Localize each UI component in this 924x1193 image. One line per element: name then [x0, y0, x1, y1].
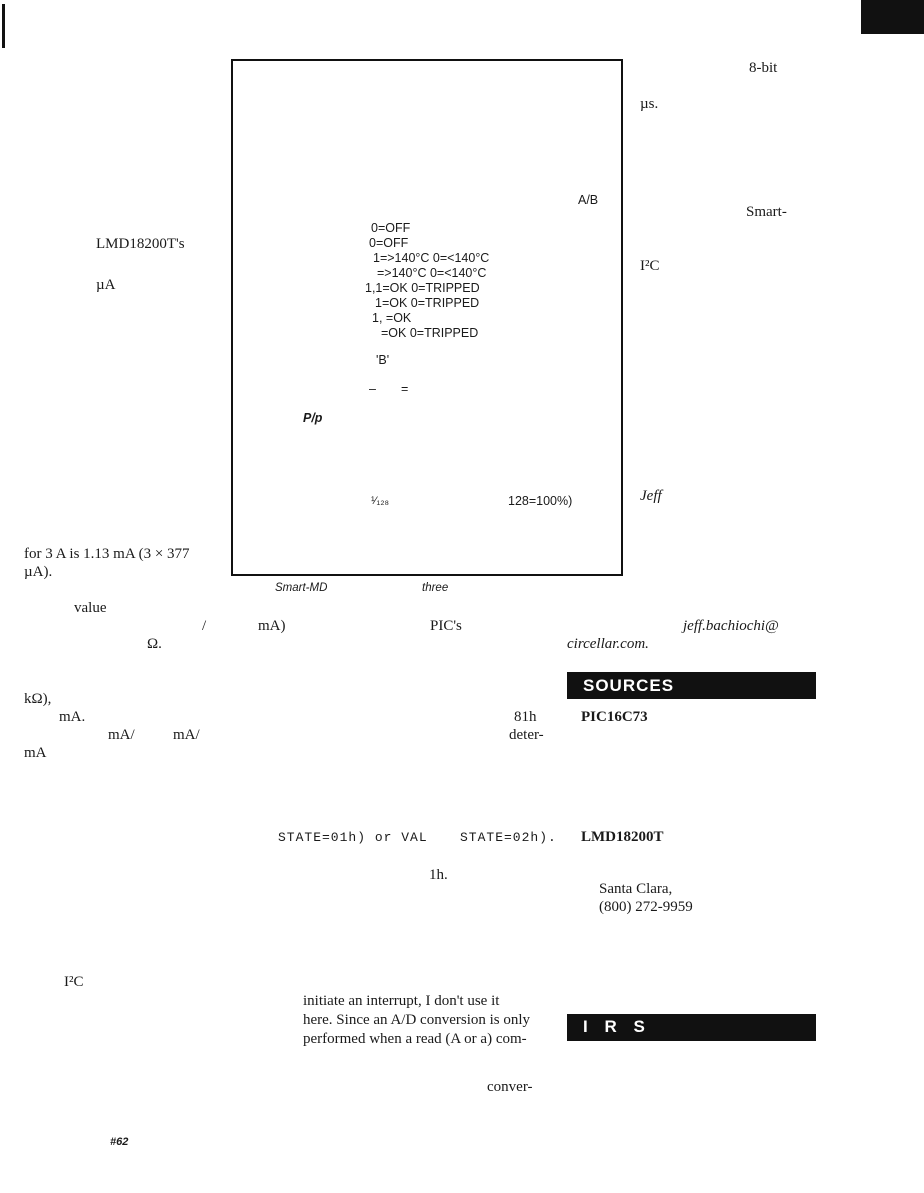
figure-lines-text-3: 1=>140°C 0=<140°C: [373, 251, 490, 265]
left-column-text-9: mA/: [108, 727, 135, 743]
middle-column-text-0: mA): [258, 618, 286, 634]
figure-lines-text-7: 1, =OK: [372, 311, 412, 325]
corner-tab: [861, 0, 924, 34]
left-column-text-1: µA: [96, 277, 116, 293]
figure-caption-text-1: three: [422, 582, 449, 594]
figure-lines-text-2: 0=OFF: [369, 236, 409, 250]
middle-column-text-5: STATE=02h).: [460, 830, 557, 845]
middle-column-text-3: deter-: [509, 727, 544, 743]
sources-heading: SOURCES: [567, 672, 816, 699]
irs-heading-label: I R S: [583, 1017, 651, 1036]
right-column-text-8: LMD18200T: [581, 829, 664, 845]
figure-lines-text-8: =OK 0=TRIPPED: [381, 326, 479, 340]
figure-lines-text-12: P/p: [303, 411, 323, 425]
left-column-text-7: kΩ),: [24, 691, 52, 707]
figure-lines-text-11: =: [401, 382, 409, 396]
left-column-text-2: for 3 A is 1.13 mA (3 × 377: [24, 546, 190, 562]
figure-lines-text-1: 0=OFF: [371, 221, 411, 235]
figure-lines-text-5: 1,1=OK 0=TRIPPED: [365, 281, 480, 295]
right-column-text-2: Smart-: [746, 204, 787, 220]
left-column-text-0: LMD18200T's: [96, 236, 185, 252]
right-column-text-6: circellar.com.: [567, 636, 649, 652]
left-column-text-11: mA: [24, 745, 47, 761]
figure-lines-text-6: 1=OK 0=TRIPPED: [375, 296, 480, 310]
figure-lines-text-13: ¹⁄₁₂₈: [371, 495, 390, 507]
figure-lines-text-9: 'B': [376, 353, 390, 367]
figure-lines-text-14: 128=100%): [508, 494, 573, 508]
right-column-text-10: (800) 272-9959: [599, 899, 693, 915]
figure-lines-text-4: =>140°C 0=<140°C: [377, 266, 487, 280]
left-column-text-8: mA.: [59, 709, 86, 725]
left-column-text-3: µA).: [24, 564, 53, 580]
right-column-text-3: I²C: [640, 258, 660, 274]
right-column-text-1: µs.: [640, 96, 659, 112]
figure-lines-text-0: A/B: [578, 193, 599, 207]
right-column-text-4: Jeff: [640, 488, 662, 504]
middle-column-text-1: PIC's: [430, 618, 462, 634]
figure-caption-text-0: Smart-MD: [275, 582, 328, 594]
figure-lines-text-10: –: [369, 382, 376, 396]
middle-column-text-4: STATE=01h) or VAL: [278, 830, 428, 845]
middle-column-text-10: conver-: [487, 1079, 533, 1095]
middle-column-text-9: performed when a read (A or a) com-: [303, 1031, 527, 1047]
right-column-text-7: PIC16C73: [581, 709, 648, 725]
sources-heading-label: SOURCES: [583, 676, 675, 695]
middle-column-text-2: 81h: [514, 709, 537, 725]
figure-box: [231, 59, 623, 576]
irs-heading: I R S: [567, 1014, 816, 1041]
right-column-text-0: 8-bit: [749, 60, 778, 76]
middle-column-text-6: 1h.: [429, 867, 448, 883]
left-column-text-6: Ω.: [147, 636, 162, 652]
left-column-text-5: /: [202, 618, 207, 634]
middle-column-text-7: initiate an interrupt, I don't use it: [303, 993, 500, 1009]
left-column-text-13: #62: [110, 1136, 129, 1148]
right-column-text-5: jeff.bachiochi@: [683, 618, 779, 634]
left-column-text-4: value: [74, 600, 107, 616]
middle-column-text-8: here. Since an A/D conversion is only: [303, 1012, 531, 1028]
left-column-text-12: I²C: [64, 974, 84, 990]
right-column-text-9: Santa Clara,: [599, 881, 673, 897]
left-margin-rule: [2, 4, 5, 48]
left-column-text-10: mA/: [173, 727, 200, 743]
